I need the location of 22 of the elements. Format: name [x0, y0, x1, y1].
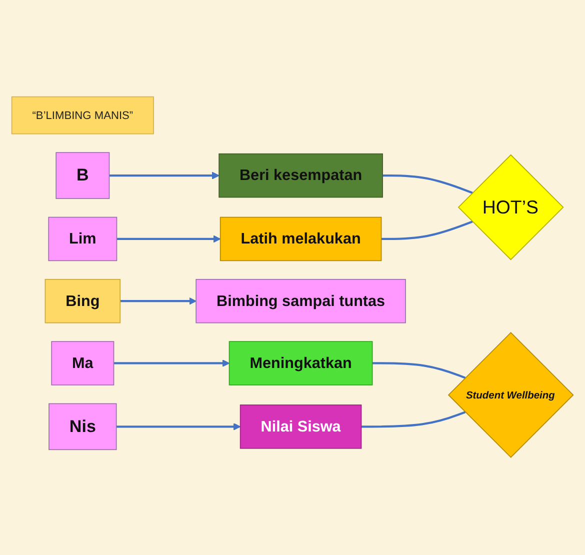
arrow: [114, 360, 230, 368]
node-box: Bimbing sampai tuntas: [196, 279, 406, 324]
node-box: Beri kesempatan: [218, 154, 383, 198]
node-box: Nis: [48, 404, 117, 451]
arrow: [116, 236, 221, 244]
node-box: Lim: [48, 217, 118, 262]
node-box: Nilai Siswa: [240, 404, 362, 450]
connector: [361, 412, 466, 428]
arrow: [120, 298, 196, 306]
node-box: Meningkatkan: [228, 342, 373, 386]
node-box: Latih melakukan: [220, 217, 382, 262]
connector: [381, 221, 473, 240]
connector: [372, 362, 466, 380]
node-box: “B’LIMBING MANIS”: [11, 96, 154, 135]
node-diamond: Student Wellbeing: [448, 332, 574, 458]
arrow: [109, 172, 220, 180]
node-diamond: HOT’S: [458, 154, 564, 261]
node-box: Bing: [44, 279, 121, 324]
node-box: Ma: [51, 342, 114, 386]
node-box: B: [56, 152, 110, 200]
connector: [382, 174, 473, 194]
arrow: [116, 423, 241, 431]
